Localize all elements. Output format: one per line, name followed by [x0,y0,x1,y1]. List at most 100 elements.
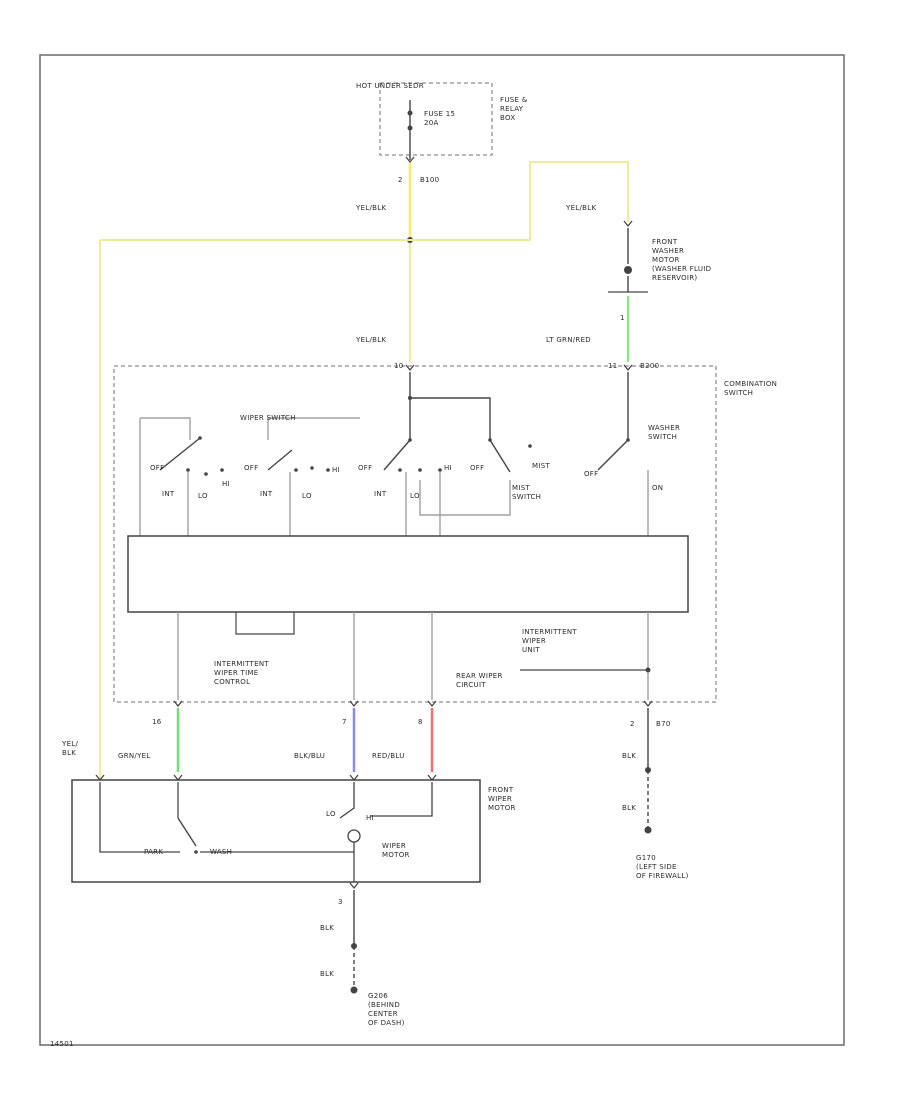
g170-label: G170 (LEFT SIDE OF FIREWALL) [636,854,689,880]
wiper-contact-3 [408,438,412,442]
on-label: ON [652,484,664,492]
motor-pin-blk-blu [349,774,359,782]
lo-label-3: LO [410,492,420,500]
motor-pin-red-blu [427,774,437,782]
park-label: PARK [144,848,164,856]
intermittent-wiper-unit-label: INTERMITTENT WIPER UNIT [522,628,577,654]
off-label-2: OFF [244,464,259,472]
wiper-switch-blade-2 [267,449,293,471]
mist-switch-blade [489,439,511,473]
intermittent-wiper-unit-box [127,535,689,613]
wash-label: WASH [210,848,233,856]
pin-1-washer: 1 [620,314,625,322]
wire-lt-grn-red: LT GRN/RED [546,336,591,344]
wiper-switch-label: WIPER SWITCH [240,414,296,422]
pin-2-connector [643,700,653,708]
fuse-output-pin [405,156,415,164]
fuse-relay-box [379,82,493,156]
wire-grn-yel: GRN/YEL [118,752,151,760]
wire-yel-blk-washer-branch [410,161,629,241]
off-label-1: OFF [150,464,165,472]
wire-blk-bottom-1: BLK [320,924,335,932]
combination-pin-11 [623,364,633,372]
intermittent-wiper-time-control-label: INTERMITTENT WIPER TIME CONTROL [214,660,269,686]
position-contact-1 [204,472,208,476]
hi-motor-label: HI [366,814,374,822]
combination-pin-10 [405,364,415,372]
hi-label-1: HI [222,480,230,488]
wiper-bar-left [140,417,191,440]
off-label-4: OFF [470,464,485,472]
lo-label-2: LO [302,492,312,500]
park-contact [194,850,198,854]
int-label-2: INT [260,490,273,498]
position-contact-8 [438,468,442,472]
wiper-contact-1 [198,436,202,440]
mist-switch-label: MIST SWITCH [512,484,542,501]
ground-g170 [644,826,652,834]
g206-label: G206 (BEHIND CENTER OF DASH) [368,992,405,1027]
wire-blk-right-1: BLK [622,752,637,760]
mist-contact [488,438,492,442]
position-contact-4 [310,466,314,470]
front-wiper-motor-box [71,779,481,883]
pin-7: 7 [342,718,347,726]
wire-yel-blk-right: YEL/BLK [566,204,597,212]
pin-8: 8 [418,718,423,726]
park-switch-blade [177,817,197,847]
washer-motor-pin [623,220,633,228]
position-contact-2 [220,468,224,472]
hi-label-2: HI [332,466,340,474]
combination-switch-label: COMBINATION SWITCH [724,380,778,397]
wire-red-blu: RED/BLU [372,752,405,760]
wiper-switch-blade-1 [159,437,201,471]
lo-label-1: LO [198,492,208,500]
mist-loop [419,480,511,516]
washer-motor-symbol [624,266,632,274]
hot-power-label: HOT UNDER SEDR [356,82,424,90]
washer-switch-blade [597,439,629,471]
pin-3-connector [349,882,359,890]
wire-blk-bottom-2: BLK [320,970,335,978]
washer-motor-label: FRONT WASHER MOTOR (WASHER FLUID RESERVO… [652,238,712,282]
pin-7-connector [349,700,359,708]
wire-blk-right-2: BLK [622,804,637,812]
ground-g206 [350,986,358,994]
wiper-motor-armature [347,829,361,843]
fuse-relay-box-label: FUSE & RELAY BOX [500,96,528,122]
int-label-1: INT [162,490,175,498]
fuse-terminal-top [407,110,413,116]
motor-pin-yel-blk [95,774,105,782]
wire-blk-blu: BLK/BLU [294,752,326,760]
washer-switch-label: WASHER SWITCH [648,424,681,441]
pin-16-connector [173,700,183,708]
connector-b200: B200 [640,362,660,370]
motor-pin-grn-yel [173,774,183,782]
combination-switch-box [113,365,717,703]
lo-motor-label: LO [326,810,336,818]
mist-contact-out [528,444,532,448]
front-wiper-motor-label: FRONT WIPER MOTOR [488,786,516,812]
off-label-5: OFF [584,470,599,478]
wiper-motor-label: WIPER MOTOR [382,842,410,859]
wiper-switch-blade-3 [383,439,411,471]
position-contact-0 [186,468,190,472]
park-switch-feed [99,782,180,853]
hi-brush [370,782,433,817]
lo-brush [339,782,355,819]
pin-3: 3 [338,898,343,906]
hi-label-3: HI [444,464,452,472]
pin-16: 16 [152,718,162,726]
diagram-id: 14501 [50,1040,74,1048]
wire-yel-blk-left: YEL/ BLK [62,740,79,757]
time-control-bracket [235,612,295,635]
position-contact-5 [326,468,330,472]
page-border [39,54,845,1046]
mist-label: MIST [532,462,551,470]
pin-8-connector [427,700,437,708]
fuse-label: FUSE 15 20A [424,110,456,127]
pin-2-top: 2 [398,176,403,184]
off-label-3: OFF [358,464,373,472]
pin-10: 10 [394,362,404,370]
